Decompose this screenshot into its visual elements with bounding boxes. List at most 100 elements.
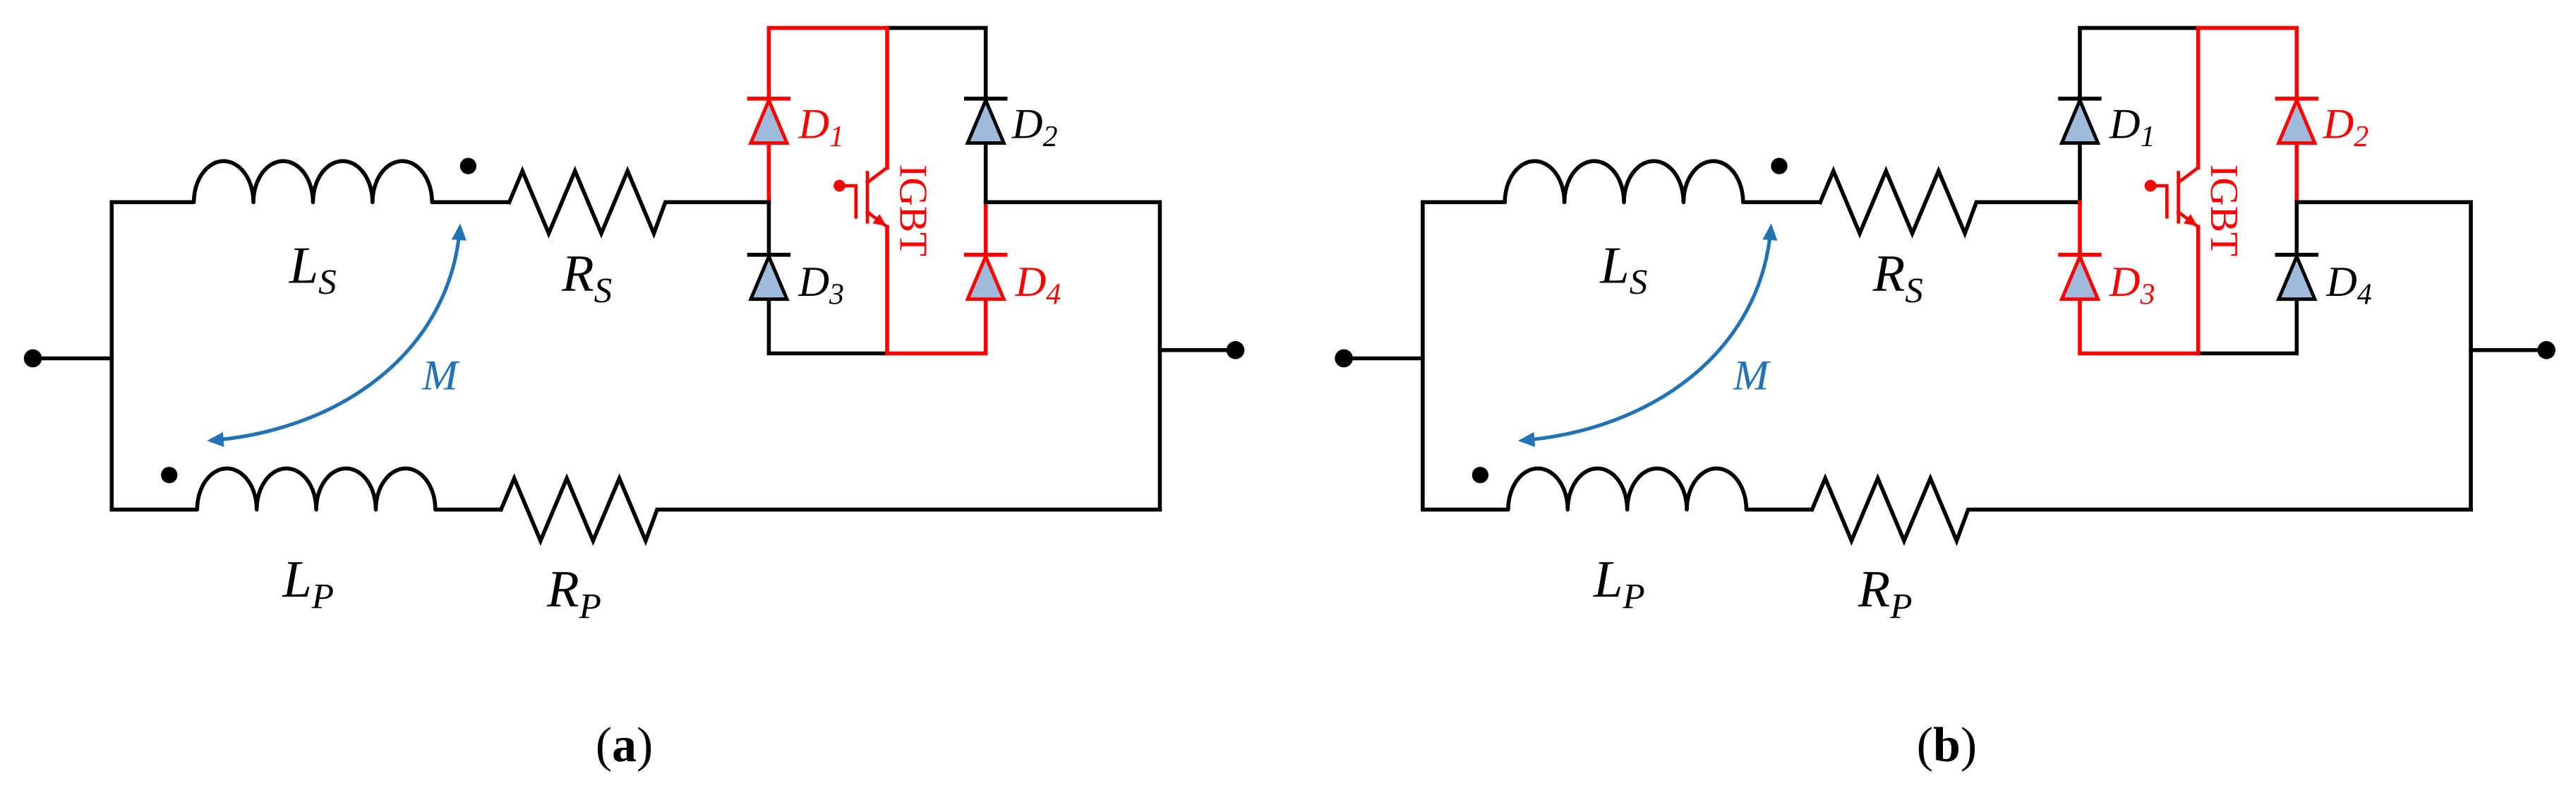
mutual-coupling-arrow <box>207 223 467 447</box>
diode-d4-symbol: D <box>2325 258 2357 306</box>
diode-d1-subscript: 1 <box>2141 121 2155 153</box>
diode-d4: D4 <box>963 251 1061 311</box>
right-bus-wire <box>2294 200 2473 512</box>
panel-b: LS RS D1 D2 D3 <box>1335 25 2556 772</box>
diode-d3-triangle <box>748 251 790 302</box>
series-inductor-subscript: S <box>318 263 337 303</box>
diode-d2-symbol: D <box>2323 101 2354 148</box>
input-terminal-node <box>1335 349 1353 368</box>
parallel-inductor-subscript: P <box>1622 576 1644 616</box>
parallel-resistor-zigzag <box>498 473 1162 547</box>
diode-d3-subscript: 3 <box>829 279 844 311</box>
parallel-inductor-symbol: L <box>282 551 311 609</box>
diode-d2-subscript: 2 <box>1043 121 1058 153</box>
diode-d1-subscript: 1 <box>829 121 844 153</box>
panel-caption: (b) <box>1917 718 1977 772</box>
igbt-gate-lead <box>2148 184 2169 219</box>
diode-d3-symbol: D <box>798 258 829 306</box>
series-resistor-symbol: R <box>1872 245 1906 303</box>
igbt-collector-lead <box>2176 165 2201 185</box>
parallel-inductor-coil <box>1421 466 1814 512</box>
parallel-inductor-polarity-dot <box>161 467 178 484</box>
series-inductor-label: LS <box>289 237 337 302</box>
mutual-inductance-label: M <box>1733 352 1771 400</box>
igbt-symbol: IGBT <box>2144 165 2246 256</box>
diode-d2: D2 <box>963 95 1058 154</box>
parallel-inductor-label: LP <box>1593 551 1645 616</box>
series-inductor-coil <box>109 159 512 205</box>
diode-d4-triangle <box>2275 251 2318 302</box>
series-inductor-symbol: L <box>289 237 318 294</box>
parallel-resistor-label: RP <box>1858 561 1913 626</box>
diode-d2-label: D2 <box>1011 101 1058 154</box>
diode-d3-subscript: 3 <box>2140 279 2155 311</box>
caption-letter: a <box>612 718 637 772</box>
diode-d4-symbol: D <box>1015 258 1047 306</box>
series-resistor-zigzag <box>1817 165 2082 239</box>
igbt-gate-lead <box>838 184 858 219</box>
caption-close-paren: ) <box>1961 718 1977 772</box>
mutual-coupling: M <box>1517 223 1778 447</box>
igbt-label: IGBT <box>891 165 935 256</box>
diode-d4-subscript: 4 <box>2357 279 2372 311</box>
parallel-resistor-symbol: R <box>1858 561 1891 619</box>
diode-d2-triangle <box>2275 95 2318 145</box>
series-resistor-zigzag <box>506 165 771 239</box>
parallel-inductor-polarity-dot <box>1471 467 1488 484</box>
right-bus-wire <box>983 200 1162 512</box>
output-terminal-node <box>1226 341 1245 359</box>
series-inductor-subscript: S <box>1630 263 1648 303</box>
rectifier-bridge: D1 D2 D3 D4 <box>747 25 1061 356</box>
series-resistor-symbol: R <box>561 245 594 303</box>
series-inductor-polarity-dot <box>459 157 477 174</box>
diode-d3: D3 <box>747 251 844 311</box>
diode-d1-label: D1 <box>2109 101 2155 154</box>
diode-d3-symbol: D <box>2109 258 2141 306</box>
parallel-resistor-subscript: P <box>1889 586 1912 626</box>
parallel-branch: LP RP <box>1421 466 2473 626</box>
mutual-inductance-label: M <box>421 352 460 400</box>
panel-a: LS RS D1 D2 D3 <box>23 25 1245 772</box>
output-terminal <box>2469 341 2556 359</box>
igbt-emitter-arrow-icon <box>872 214 886 227</box>
diode-d1: D1 <box>2058 95 2155 154</box>
mutual-coupling: M <box>207 223 467 447</box>
igbt-emitter-arrow-icon <box>2184 214 2198 227</box>
parallel-inductor-label: LP <box>282 551 334 616</box>
series-branch: LS RS <box>109 157 771 311</box>
diode-d1: D1 <box>747 95 844 153</box>
input-terminal <box>1335 349 1425 368</box>
diode-d2-triangle <box>965 95 1006 145</box>
diode-d3-label: D3 <box>2109 258 2155 311</box>
parallel-branch: LP RP <box>109 466 1162 626</box>
series-inductor-coil <box>1421 159 1823 205</box>
caption-close-paren: ) <box>637 718 653 772</box>
parallel-inductor-subscript: P <box>311 576 334 616</box>
input-terminal-node <box>23 349 42 368</box>
parallel-resistor-subscript: P <box>579 586 601 626</box>
caption-letter: b <box>1933 718 1961 772</box>
series-inductor-label: LS <box>1599 237 1647 302</box>
series-resistor-subscript: S <box>594 270 613 311</box>
igbt-label: IGBT <box>2202 165 2246 256</box>
diode-d2: D2 <box>2275 95 2369 154</box>
series-branch: LS RS <box>1421 157 2082 311</box>
caption-open-paren: ( <box>596 718 612 772</box>
diode-d1-symbol: D <box>798 101 829 148</box>
diode-d4-subscript: 4 <box>1046 279 1061 311</box>
series-resistor-subscript: S <box>1905 270 1923 311</box>
rectifier-bridge: D1 D2 D3 D4 <box>2058 25 2372 356</box>
parallel-inductor-coil <box>109 466 503 512</box>
diode-d4-triangle <box>965 251 1006 302</box>
igbt-collector-lead <box>865 165 890 185</box>
diode-d3: D3 <box>2058 251 2155 311</box>
panel-caption: (a) <box>596 718 653 772</box>
input-terminal <box>23 349 114 368</box>
diode-d2-label: D2 <box>2323 101 2369 154</box>
diode-d1-symbol: D <box>2109 101 2141 148</box>
igbt-symbol: IGBT <box>833 165 935 256</box>
series-inductor-polarity-dot <box>1771 157 1788 174</box>
series-resistor-label: RS <box>1872 245 1923 311</box>
parallel-inductor-symbol: L <box>1593 551 1623 609</box>
